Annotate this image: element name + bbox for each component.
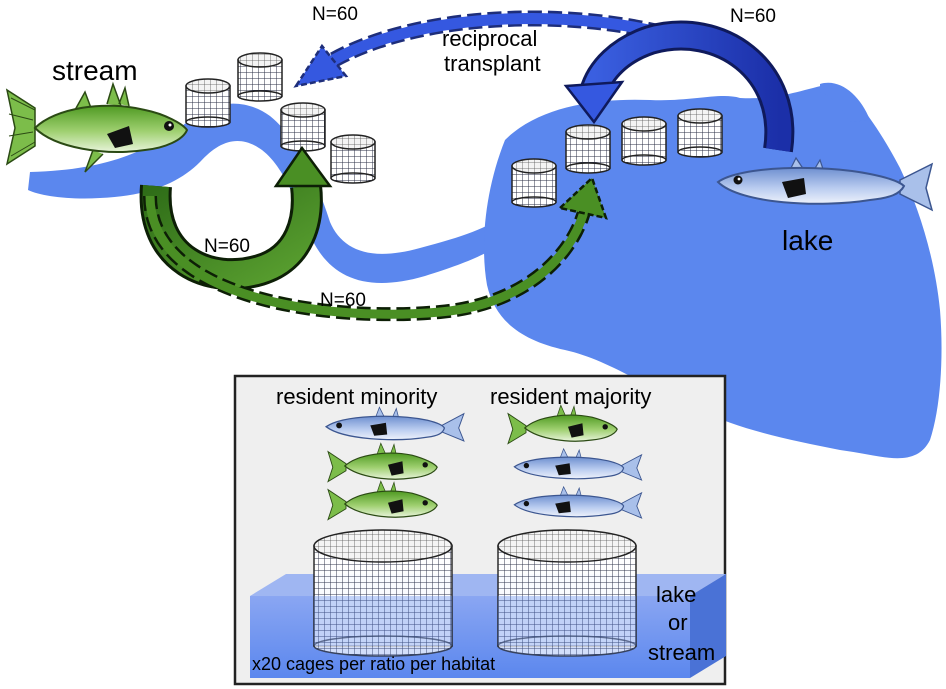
habitat-label-line1: lake xyxy=(656,582,696,607)
cage-stream-3 xyxy=(280,102,326,152)
inset-right-title: resident majority xyxy=(490,384,651,409)
inset-panel: resident minority resident majority lake… xyxy=(233,374,727,686)
blue-arrow-within-lake xyxy=(563,20,795,153)
habitat-label-line2: or xyxy=(668,610,688,635)
stream-fish xyxy=(5,81,189,173)
cage-lake-4 xyxy=(677,108,723,158)
inset-caption: x20 cages per ratio per habitat xyxy=(252,654,495,674)
reciprocal-label-line1: reciprocal xyxy=(442,26,537,51)
n-label-blue-within-lake: N=60 xyxy=(730,6,776,27)
inset-fish-minority-green-1 xyxy=(327,442,438,483)
green-arrow-to-lake xyxy=(143,175,608,322)
habitat-label-line3: stream xyxy=(648,640,715,665)
stream-cages xyxy=(185,52,376,184)
n-label-green-to-lake: N=60 xyxy=(320,290,366,311)
lake-label: lake xyxy=(782,225,833,256)
reciprocal-label-line2: transplant xyxy=(444,51,541,76)
inset-cage-majority xyxy=(497,529,637,657)
inset-fish-minority-blue xyxy=(324,406,465,442)
lake-cages xyxy=(511,108,723,208)
cage-lake-1 xyxy=(511,158,557,208)
stream-label: stream xyxy=(52,55,138,86)
n-label-blue-to-stream: N=60 xyxy=(312,4,358,25)
inset-fish-majority-blue-1 xyxy=(513,447,643,481)
n-label-green-within-stream: N=60 xyxy=(204,236,250,257)
inset-fish-majority-blue-2 xyxy=(513,485,643,519)
lake-fish xyxy=(716,156,934,212)
inset-fish-minority-green-2 xyxy=(327,480,438,521)
cage-lake-2 xyxy=(565,124,611,174)
cage-stream-2 xyxy=(237,52,283,102)
inset-fish-majority-green xyxy=(507,404,618,445)
cage-stream-4 xyxy=(330,134,376,184)
cage-stream-1 xyxy=(185,78,231,128)
inset-left-title: resident minority xyxy=(276,384,437,409)
blue-arrow-to-stream xyxy=(293,10,683,88)
cage-lake-3 xyxy=(621,116,667,166)
inset-cage-minority xyxy=(313,529,453,657)
